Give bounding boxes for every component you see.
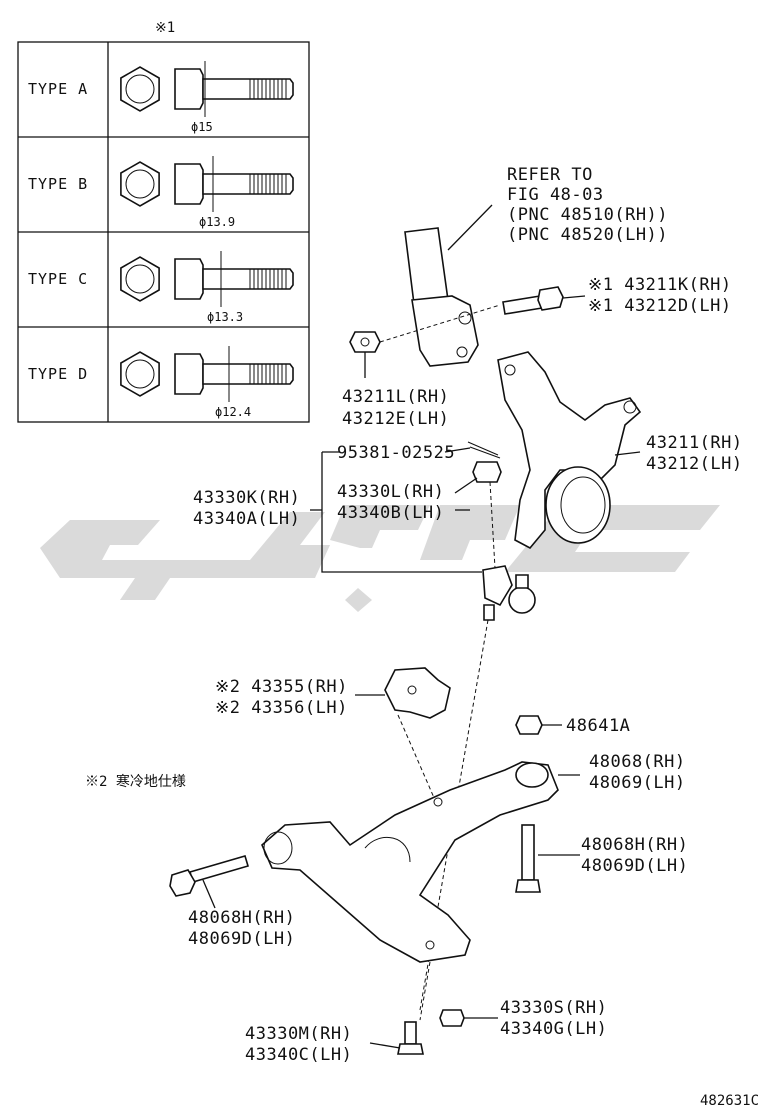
bolt-type-label: TYPE B <box>28 175 88 193</box>
refer-line1: REFER TO <box>507 165 593 185</box>
bolt-type-row: TYPE A ϕ15 <box>28 61 294 134</box>
bolt-end-circle <box>125 74 155 104</box>
label-nut-43330s-rh: 43330S(RH) <box>500 998 607 1018</box>
bolt-end-view <box>120 351 160 397</box>
label-arm-bolt-r-rh: 48068H(RH) <box>581 835 688 855</box>
label-knuckle-rh: 43211(RH) <box>646 433 743 453</box>
bolt-end-circle <box>125 359 155 389</box>
bolt-type-label: TYPE C <box>28 270 88 288</box>
bolt-diameter-label: ϕ15 <box>191 120 213 134</box>
ball-joint-bracket <box>310 451 482 573</box>
label-nut-lh: 43212E(LH) <box>342 409 449 429</box>
refer-line4: (PNC 48520(LH)) <box>507 225 668 245</box>
nut-48641a <box>515 715 562 735</box>
bolt-head <box>174 68 204 110</box>
refer-note: REFER TO FIG 48-03 (PNC 48510(RH)) (PNC … <box>507 165 668 245</box>
nut-43330s <box>439 1009 498 1027</box>
cover-bracket <box>355 667 451 719</box>
steering-knuckle <box>497 351 642 550</box>
bolt-diameter-label: ϕ13.3 <box>207 310 243 324</box>
bolt-end-circle <box>125 264 155 294</box>
bolt-type-table <box>17 41 310 423</box>
label-balljoint-rh: 43330K(RH) <box>193 488 300 508</box>
castle-nut <box>454 461 502 494</box>
strut-nut <box>349 331 381 378</box>
ball-joint <box>482 565 536 621</box>
bolt-end-view <box>120 66 160 112</box>
label-cotter-pin: 95381-02525 <box>337 443 455 463</box>
label-bolt-43330m-lh: 43340C(LH) <box>245 1045 352 1065</box>
label-cover-rh: ※2 43355(RH) <box>215 677 348 697</box>
bolt-type-label: TYPE A <box>28 80 88 98</box>
diagram-code: 482631C <box>700 1093 759 1109</box>
bolt-type-row: TYPE C ϕ13.3 <box>28 251 294 324</box>
note-symbol-1: ※1 <box>155 20 175 36</box>
bolt-43330m <box>369 1021 424 1055</box>
bolt-diameter-label: ϕ12.4 <box>215 405 251 419</box>
label-cover-lh: ※2 43356(LH) <box>215 698 348 718</box>
bolt-type-row: TYPE B ϕ13.9 <box>28 156 294 229</box>
lower-arm <box>261 761 580 963</box>
label-arm-bolt-l-rh: 48068H(RH) <box>188 908 295 928</box>
bolt-head <box>174 353 204 395</box>
label-nut-43330s-lh: 43340G(LH) <box>500 1019 607 1039</box>
strut-assembly <box>404 204 493 367</box>
label-bolt-43330m-rh: 43330M(RH) <box>245 1024 352 1044</box>
label-arm-bolt-r-lh: 48069D(LH) <box>581 856 688 876</box>
label-balljoint-nut-lh: 43340B(LH) <box>337 503 444 523</box>
label-arm-lh: 48069(LH) <box>589 773 686 793</box>
refer-line3: (PNC 48510(RH)) <box>507 205 668 225</box>
label-bolt-top-rh: ※1 43211K(RH) <box>588 275 732 295</box>
bolt-type-row: TYPE D ϕ12.4 <box>28 346 294 419</box>
label-knuckle-lh: 43212(LH) <box>646 454 743 474</box>
bolt-shank <box>202 268 294 290</box>
bolt-end-circle <box>125 169 155 199</box>
arm-bolt-horizontal <box>169 855 249 909</box>
cotter-pin <box>444 441 501 459</box>
bolt-shank <box>202 363 294 385</box>
arm-bolt-vertical <box>515 824 580 893</box>
bolt-head <box>174 163 204 205</box>
refer-line2: FIG 48-03 <box>507 185 604 205</box>
bolt-end-view <box>120 256 160 302</box>
label-balljoint-lh: 43340A(LH) <box>193 509 300 529</box>
note-2: ※2 寒冷地仕様 <box>85 773 186 790</box>
label-balljoint-nut-rh: 43330L(RH) <box>337 482 444 502</box>
bolt-head <box>174 258 204 300</box>
strut-bolt <box>502 286 586 315</box>
label-nut-rh: 43211L(RH) <box>342 387 449 407</box>
label-arm-bolt-l-lh: 48069D(LH) <box>188 929 295 949</box>
label-bolt-top-lh: ※1 43212D(LH) <box>588 296 732 316</box>
bolt-type-label: TYPE D <box>28 365 88 383</box>
bolt-shank <box>202 173 294 195</box>
bolt-shank <box>202 78 294 100</box>
bolt-diameter-label: ϕ13.9 <box>199 215 235 229</box>
bolt-end-view <box>120 161 160 207</box>
label-arm-rh: 48068(RH) <box>589 752 686 772</box>
label-nut-48641: 48641A <box>566 716 630 736</box>
